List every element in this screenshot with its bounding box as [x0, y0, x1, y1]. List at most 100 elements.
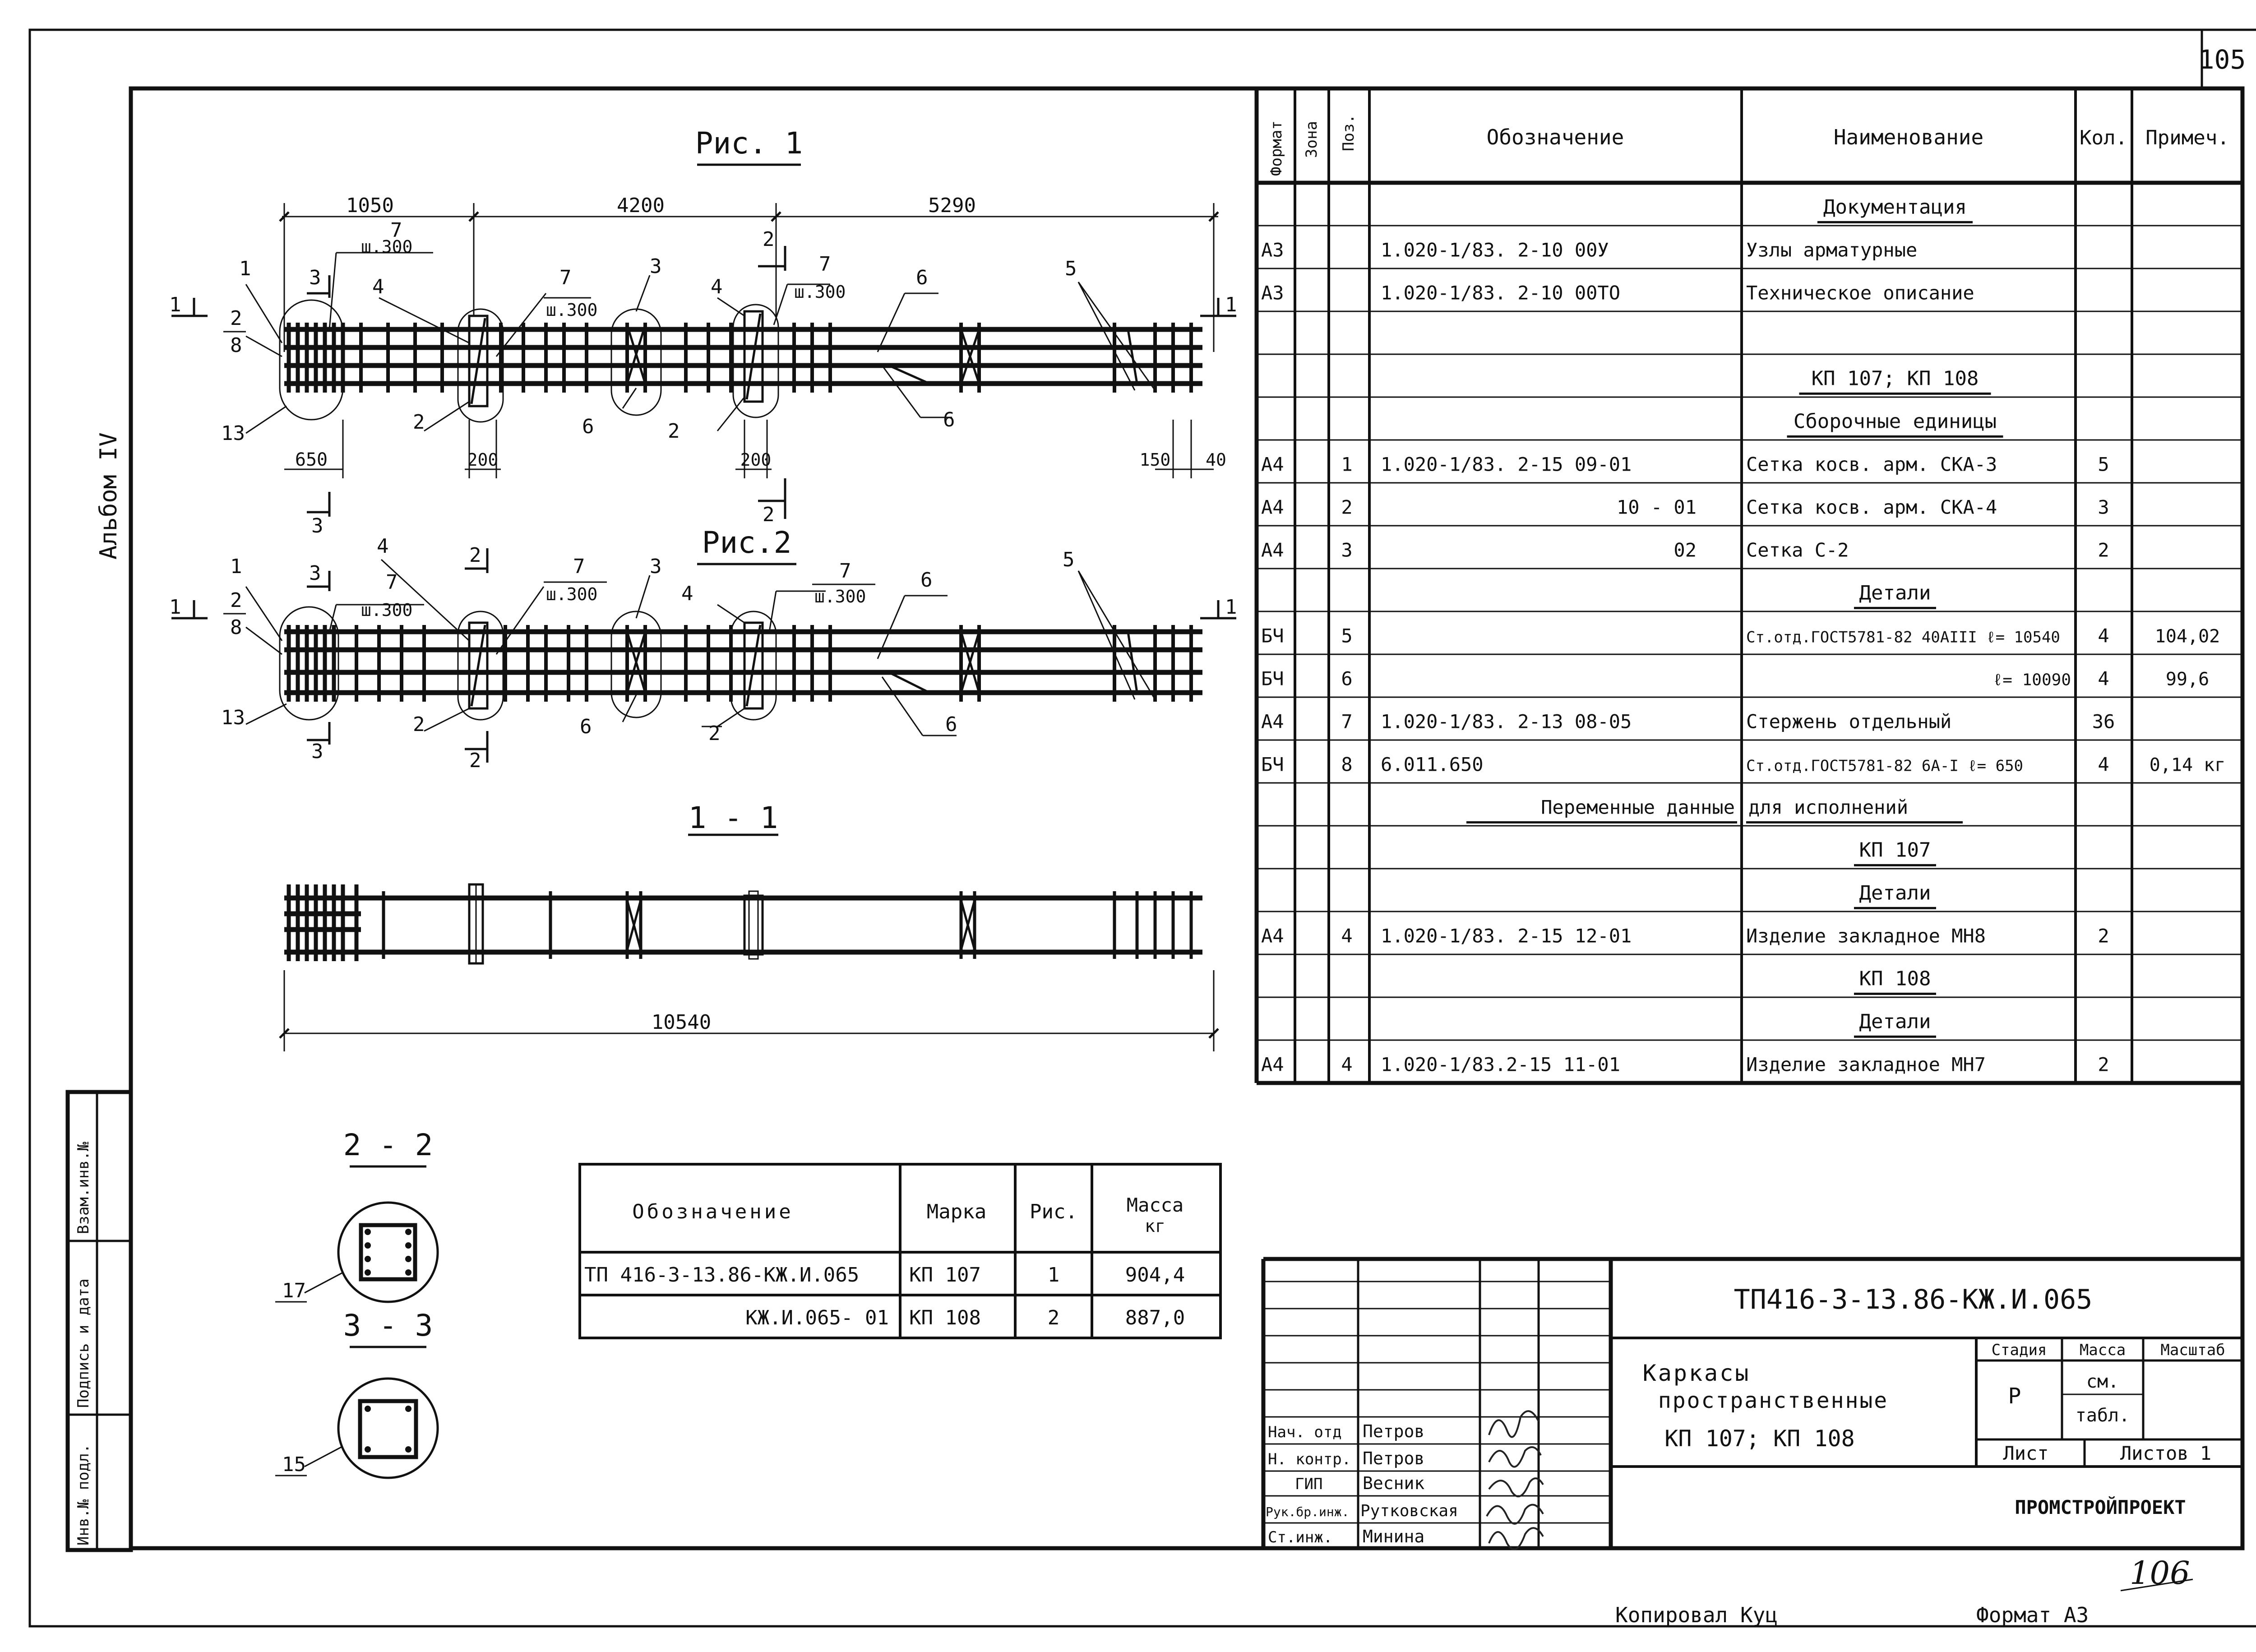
- spec-cell-heading: Документация: [1823, 195, 1967, 218]
- fig2-pos-13: 13: [221, 706, 245, 729]
- dim-150: 150: [1140, 450, 1171, 470]
- stage-value: Р: [2008, 1384, 2021, 1409]
- spec-cell-name: Узлы арматурные: [1746, 239, 1917, 261]
- spec-cell-qty: 5: [2098, 453, 2109, 475]
- spec-cell-pos: 3: [1341, 539, 1352, 561]
- fig1-pos-3: 3: [650, 255, 662, 278]
- stamp-podpis: Подпись и дата: [74, 1278, 92, 1408]
- dim-total-10540: 10540: [652, 1011, 711, 1034]
- spec-cell-name: Изделие закладное МН7: [1746, 1053, 1986, 1075]
- dim-40: 40: [1206, 450, 1226, 470]
- fig1-pos-5: 5: [1065, 257, 1077, 280]
- person-role-3: ГИП: [1295, 1475, 1322, 1493]
- format-label: Формат А3: [1976, 1603, 2089, 1627]
- hand-number: 106: [2130, 1555, 2190, 1592]
- pos-17: 17: [282, 1279, 306, 1302]
- spec-cell-note: 0,14 кг: [2150, 754, 2226, 775]
- fig1-pos-13: 13: [221, 422, 245, 445]
- fig1-cage: [279, 299, 1202, 423]
- spec-cell-format: А4: [1261, 453, 1284, 475]
- person-role-2: Н. контр.: [1268, 1450, 1351, 1468]
- spec-cell-code: 1.020-1/83. 2-15 12-01: [1381, 925, 1632, 947]
- fig2-pos-4a: 4: [377, 535, 389, 558]
- dim-1050: 1050: [346, 194, 394, 217]
- spec-cell-pos: 6: [1341, 667, 1352, 689]
- spec-cell-format: А4: [1261, 539, 1284, 561]
- spec-cell-name: Ст.отд.ГОСТ5781-82 6А-I ℓ= 650: [1746, 757, 2023, 775]
- spec-header-note: Примеч.: [2145, 126, 2229, 149]
- fig2-pos-7c: 7: [839, 560, 851, 583]
- scale-label: Масштаб: [2160, 1341, 2225, 1359]
- spec-cell-pos: 4: [1341, 925, 1352, 947]
- spec-header-code: Обозначение: [1487, 125, 1624, 149]
- fig2-pos-2c: 2: [708, 722, 721, 745]
- fig2-sec-1-right: 1: [1225, 596, 1237, 619]
- fig1-pos-8: 8: [230, 334, 242, 357]
- title-line-2: пространственные: [1658, 1388, 1888, 1413]
- fig2-pos-6c: 6: [945, 713, 957, 736]
- spec-cell-heading: КП 107: [1859, 838, 1931, 861]
- copied-by: Копировал Куц: [1615, 1603, 1778, 1627]
- spec-cell-format: А3: [1261, 282, 1284, 304]
- person-role-5: Ст.инж.: [1268, 1528, 1332, 1546]
- fig1-bottom-dims: [284, 420, 1214, 478]
- spec-cell-name: Сетка косв. арм. СКА-4: [1746, 496, 1997, 518]
- fig2-callouts: [245, 559, 1156, 736]
- spec-cell-note: 104,02: [2155, 626, 2220, 647]
- spec-cell-format: БЧ: [1261, 667, 1284, 689]
- title-line-1: Каркасы: [1643, 1360, 1751, 1386]
- fig2-pos-6a: 6: [580, 715, 592, 738]
- fig1-pos-6c: 6: [943, 408, 955, 431]
- fig2-step-a: ш.300: [361, 600, 412, 620]
- mark-row2-mark: КП 108: [909, 1306, 981, 1329]
- mark-row1-mark: КП 107: [909, 1263, 981, 1286]
- title-block-grid: [1261, 1257, 2242, 1548]
- fig1-sec-3-bot: 3: [311, 514, 324, 537]
- org-name: ПРОМСТРОЙПРОЕКТ: [2015, 1496, 2186, 1518]
- fig1-pos-6a: 6: [582, 415, 594, 438]
- spec-header-pos: Поз.: [1340, 114, 1358, 151]
- mark-table-grid: [578, 1163, 1222, 1339]
- dim-650: 650: [295, 449, 328, 470]
- person-role-1: Нач. отд: [1268, 1423, 1342, 1441]
- fig1-sec-1-right: 1: [1225, 293, 1237, 316]
- fig2-sec-2-top: 2: [469, 544, 481, 567]
- sheet-number: 105: [2199, 44, 2246, 75]
- fig2-sec-1-left: 1: [169, 596, 181, 619]
- fig2-pos-2b: 2: [413, 713, 425, 736]
- fig2-pos-1: 1: [230, 555, 242, 578]
- fig2-sec-3-top: 3: [309, 562, 321, 585]
- spec-cell-code: 1.020-1/83. 2-10 00ТО: [1381, 282, 1620, 304]
- spec-cell-format: А4: [1261, 710, 1284, 732]
- fig2-section-marks: [171, 548, 1236, 763]
- mark-header-mark: Марка: [927, 1200, 986, 1223]
- spec-header-name: Наименование: [1834, 125, 1983, 149]
- dim-200-a: 200: [467, 450, 499, 470]
- mark-header-fig: Рис.: [1030, 1200, 1077, 1223]
- fig2-pos-6b: 6: [920, 569, 933, 592]
- stamp-inv: Инв.№ подл.: [74, 1444, 92, 1546]
- mark-header-unit: кг: [1145, 1216, 1165, 1236]
- spec-cell-variable-name: для исполнений: [1748, 796, 1908, 818]
- stage-label: Стадия: [1992, 1341, 2047, 1359]
- fig1-pos-2b: 2: [413, 411, 425, 434]
- spec-cell-qty: 2: [2098, 925, 2109, 947]
- spec-cell-code: 1.020-1/83. 2-15 09-01: [1381, 453, 1632, 475]
- spec-cell-code: 1.020-1/83. 2-10 00У: [1381, 239, 1609, 261]
- spec-cell-format: БЧ: [1261, 625, 1284, 647]
- spec-cell-qty: 2: [2098, 539, 2109, 561]
- spec-header-format: Формат: [1267, 120, 1285, 176]
- fig2-cage: [279, 606, 1202, 721]
- fig2-pos-7a: 7: [386, 571, 398, 594]
- spec-header-qty: Кол.: [2080, 126, 2127, 149]
- fig2-pos-3: 3: [650, 555, 662, 578]
- fig1-sec-3-top: 3: [309, 266, 321, 289]
- person-name-3: Весник: [1363, 1473, 1424, 1493]
- fig1-step-a: ш.300: [361, 237, 412, 257]
- doc-code: ТП416-3-13.86-КЖ.И.065: [1734, 1284, 2093, 1315]
- mark-row1-mass: 904,4: [1125, 1263, 1185, 1286]
- fig2-pos-8: 8: [230, 616, 242, 639]
- spec-cell-format: А4: [1261, 1053, 1284, 1075]
- fig1-step-c: ш.300: [794, 282, 846, 302]
